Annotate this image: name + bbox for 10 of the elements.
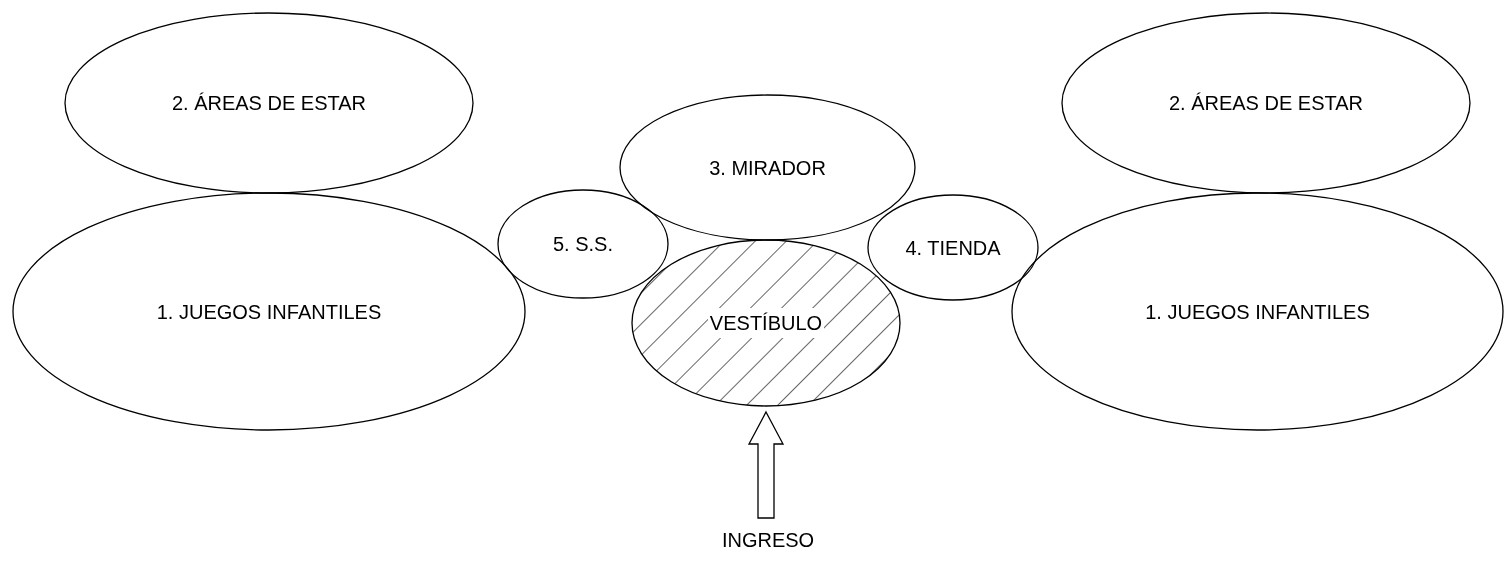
- zone-label: 1. JUEGOS INFANTILES: [156, 299, 382, 325]
- zone-label: 3. MIRADOR: [709, 155, 826, 181]
- block-arrow: [747, 410, 785, 519]
- zone-label: 2. ÁREAS DE ESTAR: [1168, 91, 1364, 116]
- zone-label: 2. ÁREAS DE ESTAR: [171, 91, 367, 116]
- zone-label: 5. S.S.: [553, 232, 613, 257]
- zone-label: INGRESO: [721, 528, 815, 553]
- zone-label: 4. TIENDA: [905, 235, 1001, 261]
- zone-label: VESTÍBULO: [707, 308, 825, 338]
- zone-label: 1. JUEGOS INFANTILES: [1145, 299, 1370, 325]
